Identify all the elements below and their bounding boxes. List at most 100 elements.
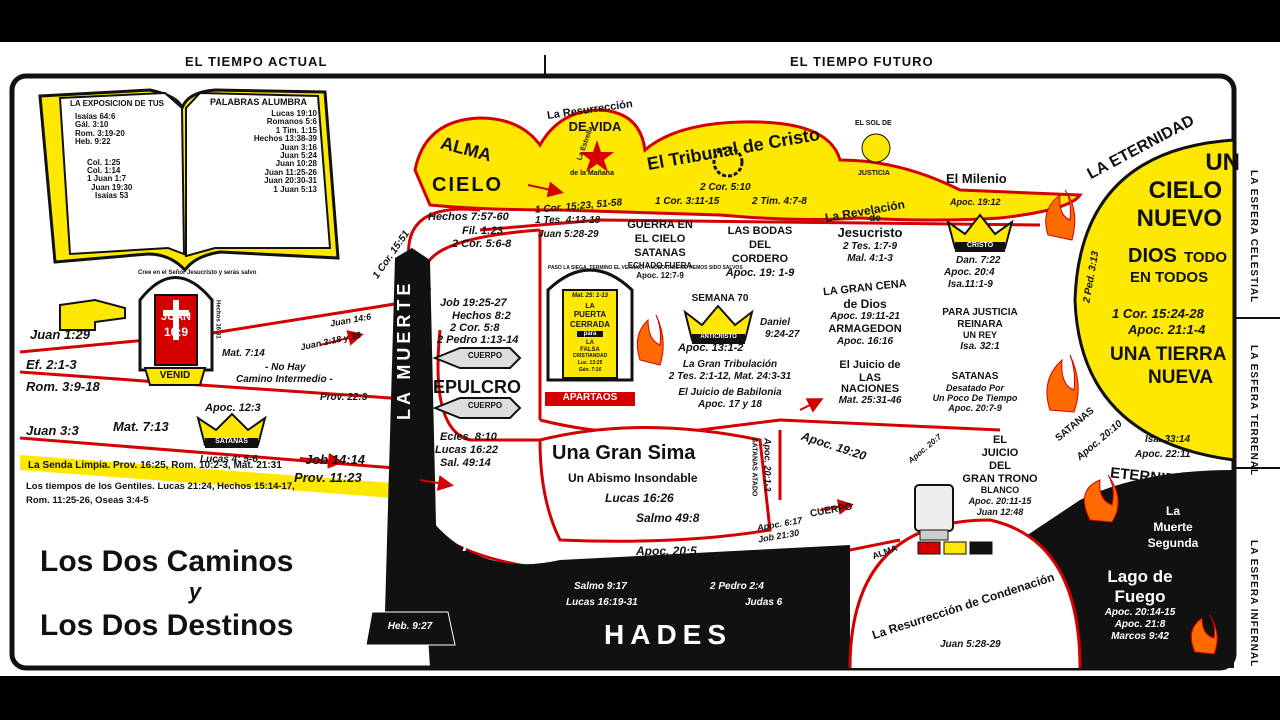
ref-rom-11: Rom. 11:25-26, Oseas 3:4-5 <box>26 495 149 506</box>
arrow-marks <box>299 181 854 515</box>
ref-1-cor-3-11: 1 Cor. 3:11-15 <box>655 196 720 207</box>
puerta-5: LA <box>586 340 594 346</box>
ref-lucas-4-5: Lucas 4: 5-6 <box>200 454 258 465</box>
ref-2-pedro-2-4: 2 Pedro 2:4 <box>710 581 764 592</box>
book-ref: Isaías 53 <box>95 191 129 201</box>
book-ref: Juan 11:25-26 <box>264 167 317 177</box>
puerta-6: FALSA <box>580 347 600 353</box>
revelacion-2: Jesucristo <box>837 225 903 240</box>
lake-fire-2: Fuego <box>1114 587 1166 606</box>
book-ref: 1 Juan 1:7 <box>87 174 127 184</box>
job-0: Job 19:25-27 <box>440 297 507 309</box>
book-ref: Rom. 3:19-20 <box>75 128 125 138</box>
ref-senda-limpia: La Senda Limpia. Prov. 16:25, Rom. 10:2-… <box>28 460 282 471</box>
coffin-icons <box>432 347 522 419</box>
tribulacion-2: El Juicio de Babilonia <box>678 387 782 398</box>
flames-icons <box>636 189 1218 655</box>
guerra-2: SATANAS <box>634 247 686 259</box>
ref-2-cor-5-6: 2 Cor. 5:6-8 <box>452 238 512 250</box>
ref-gentiles: Los tiempos de los Gentiles. Lucas 21:24… <box>26 481 295 492</box>
ref-fil-1-23: Fil. 1:23 <box>462 225 503 237</box>
door-side-ref: Hechos 16:31 <box>214 300 221 339</box>
tribulacion-3: Apoc. 17 y 18 <box>698 399 762 410</box>
sphere-celestial-label: LA ESFERA CELESTIAL <box>1248 170 1259 304</box>
ref-rom: Rom. 3:9-18 <box>26 379 100 394</box>
book-ref: Hechos 13:38-39 <box>253 134 317 144</box>
juicio-1: JUICIO <box>981 447 1019 459</box>
sphere-infernal-label: LA ESFERA INFERNAL <box>1248 540 1259 668</box>
justicia-3: Isa. 32:1 <box>960 341 1000 352</box>
ref-apoc-21-1: Apoc. 21:1-4 <box>1128 322 1206 337</box>
second-death-2: Muerte <box>1153 520 1193 534</box>
satanas-desatado-3: Apoc. 20:7-9 <box>948 403 1002 413</box>
obelisk-graphic <box>365 248 456 646</box>
header-future-time: EL TIEMPO FUTURO <box>790 54 934 69</box>
new-earth-1: UNA TIERRA <box>1110 344 1227 365</box>
millennium-label: El Milenio <box>946 171 1007 186</box>
new-heaven-cielo: CIELO <box>1148 177 1222 204</box>
naciones-1: LAS <box>859 372 881 384</box>
ref-1-cor-15-24: 1 Cor. 15:24-28 <box>1112 306 1204 321</box>
book-graphic <box>38 88 340 273</box>
white-throne-icon <box>914 484 954 541</box>
new-heaven-circle <box>1073 138 1236 462</box>
bodas-0: LAS BODAS <box>727 225 793 237</box>
sepulcro-label: SEPULCRO <box>421 377 522 397</box>
revelacion-3: 2 Tes. 1:7-9 <box>842 241 898 252</box>
tribulacion-1: 2 Tes. 2:1-12, Mat. 24:3-31 <box>668 371 792 382</box>
puerta-2: PUERTA <box>573 310 607 319</box>
ecles-2: Sal. 49:14 <box>440 457 491 469</box>
book-ref: Col. 1:25 <box>87 157 121 167</box>
book-ref: 1 Tim. 1:15 <box>275 125 317 135</box>
book-title-left: LA EXPOSICION DE TUS <box>70 99 164 108</box>
todo-label: TODO <box>1184 249 1228 266</box>
door-graphic <box>138 276 214 386</box>
ref-salmo-9-17: Salmo 9:17 <box>574 581 627 592</box>
sun-justicia: JUSTICIA <box>858 170 890 177</box>
closed-door-graphic <box>545 268 635 406</box>
revelacion-1: de <box>869 213 881 224</box>
morning-star-icon <box>580 140 614 172</box>
guerra-3: ECHADO FUERA <box>627 261 693 270</box>
ref-juan-5-28: Juan 5:28-29 <box>538 229 599 240</box>
res-vida-2: DE VIDA <box>568 119 622 134</box>
ref-prov-22-3: Prov. 22:3 <box>320 392 368 403</box>
dan-2: Isa.11:1-9 <box>948 279 993 290</box>
dios-label: DIOS <box>1128 245 1177 267</box>
ref-apoc-12-3: Apoc. 12:3 <box>205 402 261 414</box>
lake-fire-1: Lago de <box>1107 567 1173 586</box>
ref-apoc-19-12: Apoc. 19:12 <box>950 197 1001 207</box>
coffin-label-1: CUERPO <box>467 351 503 360</box>
ecles-0: Ecles. 8:10 <box>440 431 497 443</box>
justicia-2: UN REY <box>962 330 997 340</box>
book-ref: Romanos 5:6 <box>266 117 317 127</box>
gran-cena-3: ARMAGEDON <box>828 323 902 335</box>
star-label-2: de la Mañana <box>570 170 614 177</box>
gran-cena-2: Apoc. 19:11-21 <box>830 311 900 322</box>
juicio-2: DEL <box>989 460 1011 472</box>
new-heaven-nuevo: NUEVO <box>1136 205 1222 232</box>
judgment-arc <box>848 518 1082 669</box>
second-death-1: La <box>1165 504 1180 518</box>
narrow-way <box>20 455 420 500</box>
door-juan: JUAN <box>161 311 191 323</box>
sima-2: Lucas 16:26 <box>605 491 674 505</box>
dan-1: Apoc. 20:4 <box>944 267 995 278</box>
daniel-1: 9:24-27 <box>765 329 800 340</box>
fuego-ref-2: Marcos 9:42 <box>1111 631 1169 642</box>
job-1: Hechos 8:2 <box>452 310 511 322</box>
ref-apoc-20-1: Apoc. 20:1-3 <box>762 438 773 492</box>
ref-apoc-20-5: Apoc. 20:5 <box>636 544 697 558</box>
ref-isa-33-14: Isa. 33:14 <box>1145 434 1191 445</box>
puerta-1: LA <box>585 303 595 310</box>
revelacion-4: Mal. 4:1-3 <box>847 253 893 264</box>
ref-no-hay-2: Camino Intermedio - <box>236 374 333 385</box>
death-label: LA MUERTE <box>394 279 414 420</box>
bodas-3: Apoc. 19: 1-9 <box>725 267 795 279</box>
heaven-cloud <box>413 108 1083 222</box>
ref-apoc-22-11: Apoc. 22:11 <box>1135 449 1191 460</box>
heaven-cielo: CIELO <box>432 174 504 196</box>
naciones-2: NACIONES <box>840 383 900 395</box>
ref-1-tes-4-13: 1 Tes. 4:13-18 <box>535 215 601 226</box>
